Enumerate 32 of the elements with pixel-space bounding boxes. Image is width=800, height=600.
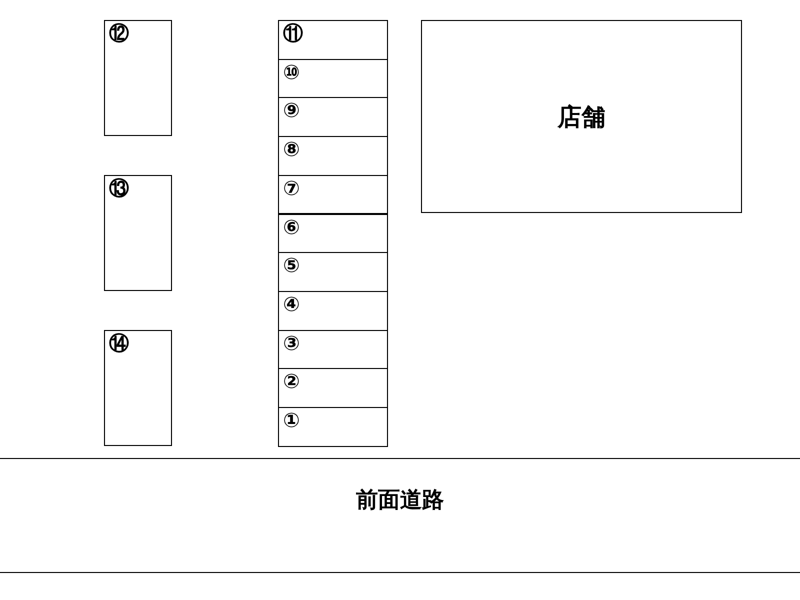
- space-number: ⑬: [109, 176, 129, 200]
- space-number: ⑫: [109, 21, 129, 45]
- space-number: ⑪: [283, 21, 303, 45]
- space-number: ⑥: [283, 214, 300, 238]
- store-building: [421, 20, 742, 213]
- road-band: [0, 458, 800, 573]
- parking-space: [278, 252, 388, 292]
- parking-space: [104, 20, 172, 136]
- parking-space: [278, 290, 388, 331]
- space-number: ③: [283, 330, 300, 355]
- parking-space: [278, 214, 388, 254]
- space-number: ④: [283, 292, 300, 316]
- space-number: ②: [283, 369, 300, 394]
- space-number: ①: [283, 408, 300, 432]
- parking-space: [278, 330, 388, 370]
- parking-space: [278, 174, 388, 214]
- space-number: ⑤: [283, 253, 300, 278]
- parking-space: [278, 20, 388, 60]
- parking-space: [104, 330, 172, 446]
- store-label: 店舗: [558, 102, 606, 132]
- parking-space: [278, 407, 388, 447]
- parking-space: [278, 136, 388, 176]
- space-number: ⑧: [283, 137, 300, 162]
- space-number: ⑩: [283, 60, 300, 84]
- space-number: ⑨: [283, 98, 300, 122]
- road-label: 前面道路: [356, 487, 444, 515]
- parking-space: [278, 368, 388, 408]
- space-number: ⑦: [283, 176, 300, 200]
- space-number: ⑭: [109, 331, 129, 355]
- parking-space: [104, 175, 172, 291]
- parking-space: [278, 97, 388, 138]
- parking-space: [278, 58, 388, 98]
